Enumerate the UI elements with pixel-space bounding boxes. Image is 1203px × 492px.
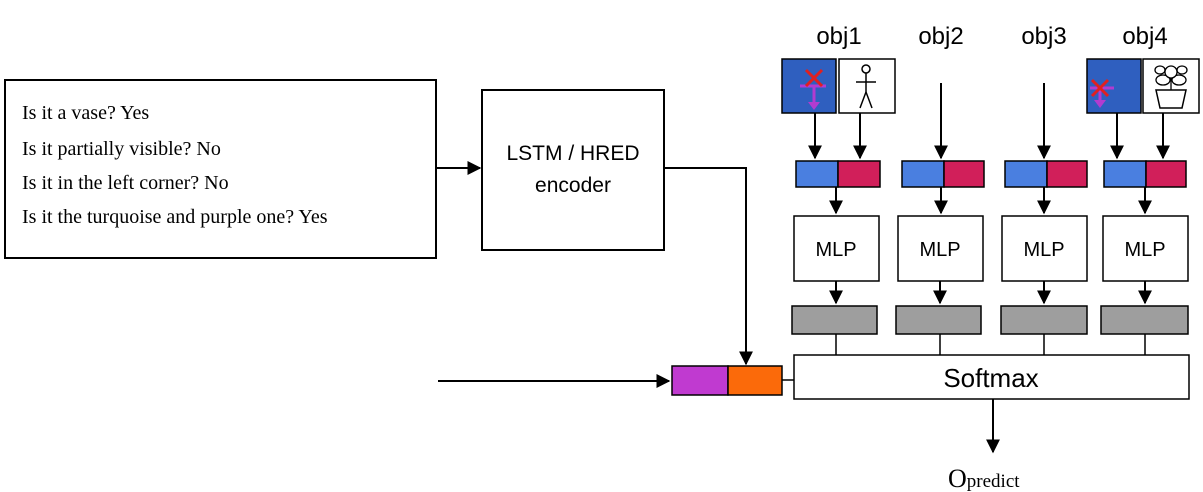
dialogue-line-3: Is it in the left corner? No	[22, 172, 229, 194]
obj3-label: obj3	[1021, 23, 1066, 50]
obj1-spatial-arrows-icon	[781, 58, 837, 114]
obj2-label: obj2	[918, 23, 963, 50]
output-label-subscript: predict	[967, 471, 1020, 492]
obj4-mlp-box	[1102, 215, 1189, 282]
obj3-mlp-label: MLP	[1023, 239, 1064, 261]
arrow-encoder-to-embedding	[664, 167, 753, 366]
obj4-potted-plant-icon	[1142, 58, 1200, 114]
obj4-embedding	[1103, 160, 1187, 188]
obj4-hidden-vector	[1100, 305, 1189, 335]
obj1-label: obj1	[816, 23, 861, 50]
obj3-mlp-box	[1001, 215, 1088, 282]
obj1-embedding	[795, 160, 881, 188]
obj4-label: obj4	[1122, 23, 1167, 50]
obj2-mlp-box	[897, 215, 984, 282]
dialogue-embedding-orange	[727, 365, 783, 396]
dialogue-box	[4, 79, 437, 259]
encoder-label-line1: LSTM / HRED	[506, 142, 639, 165]
dialogue-line-1: Is it a vase? Yes	[22, 102, 149, 124]
obj2-mlp-label: MLP	[919, 239, 960, 261]
obj4-mlp-label: MLP	[1124, 239, 1165, 261]
dialogue-line-2: Is it partially visible? No	[22, 138, 221, 160]
obj3-hidden-vector	[1000, 305, 1088, 335]
output-label: Opredict	[948, 464, 1020, 492]
encoder-box	[481, 89, 665, 251]
obj2-embedding	[901, 160, 985, 188]
encoder-label-line2: encoder	[535, 174, 611, 197]
obj2-hidden-vector	[895, 305, 982, 335]
softmax-label: Softmax	[943, 363, 1038, 393]
output-label-base: O	[948, 464, 967, 492]
obj1-hidden-vector	[791, 305, 878, 335]
obj1-mlp-label: MLP	[815, 239, 856, 261]
softmax-box	[793, 354, 1190, 400]
dialogue-line-4: Is it the turquoise and purple one? Yes	[22, 206, 328, 228]
obj3-embedding	[1004, 160, 1088, 188]
obj4-spatial-arrows-icon	[1086, 58, 1142, 114]
obj1-person-icon	[838, 58, 896, 114]
dialogue-embedding-purple	[671, 365, 729, 396]
obj1-mlp-box	[793, 215, 880, 282]
